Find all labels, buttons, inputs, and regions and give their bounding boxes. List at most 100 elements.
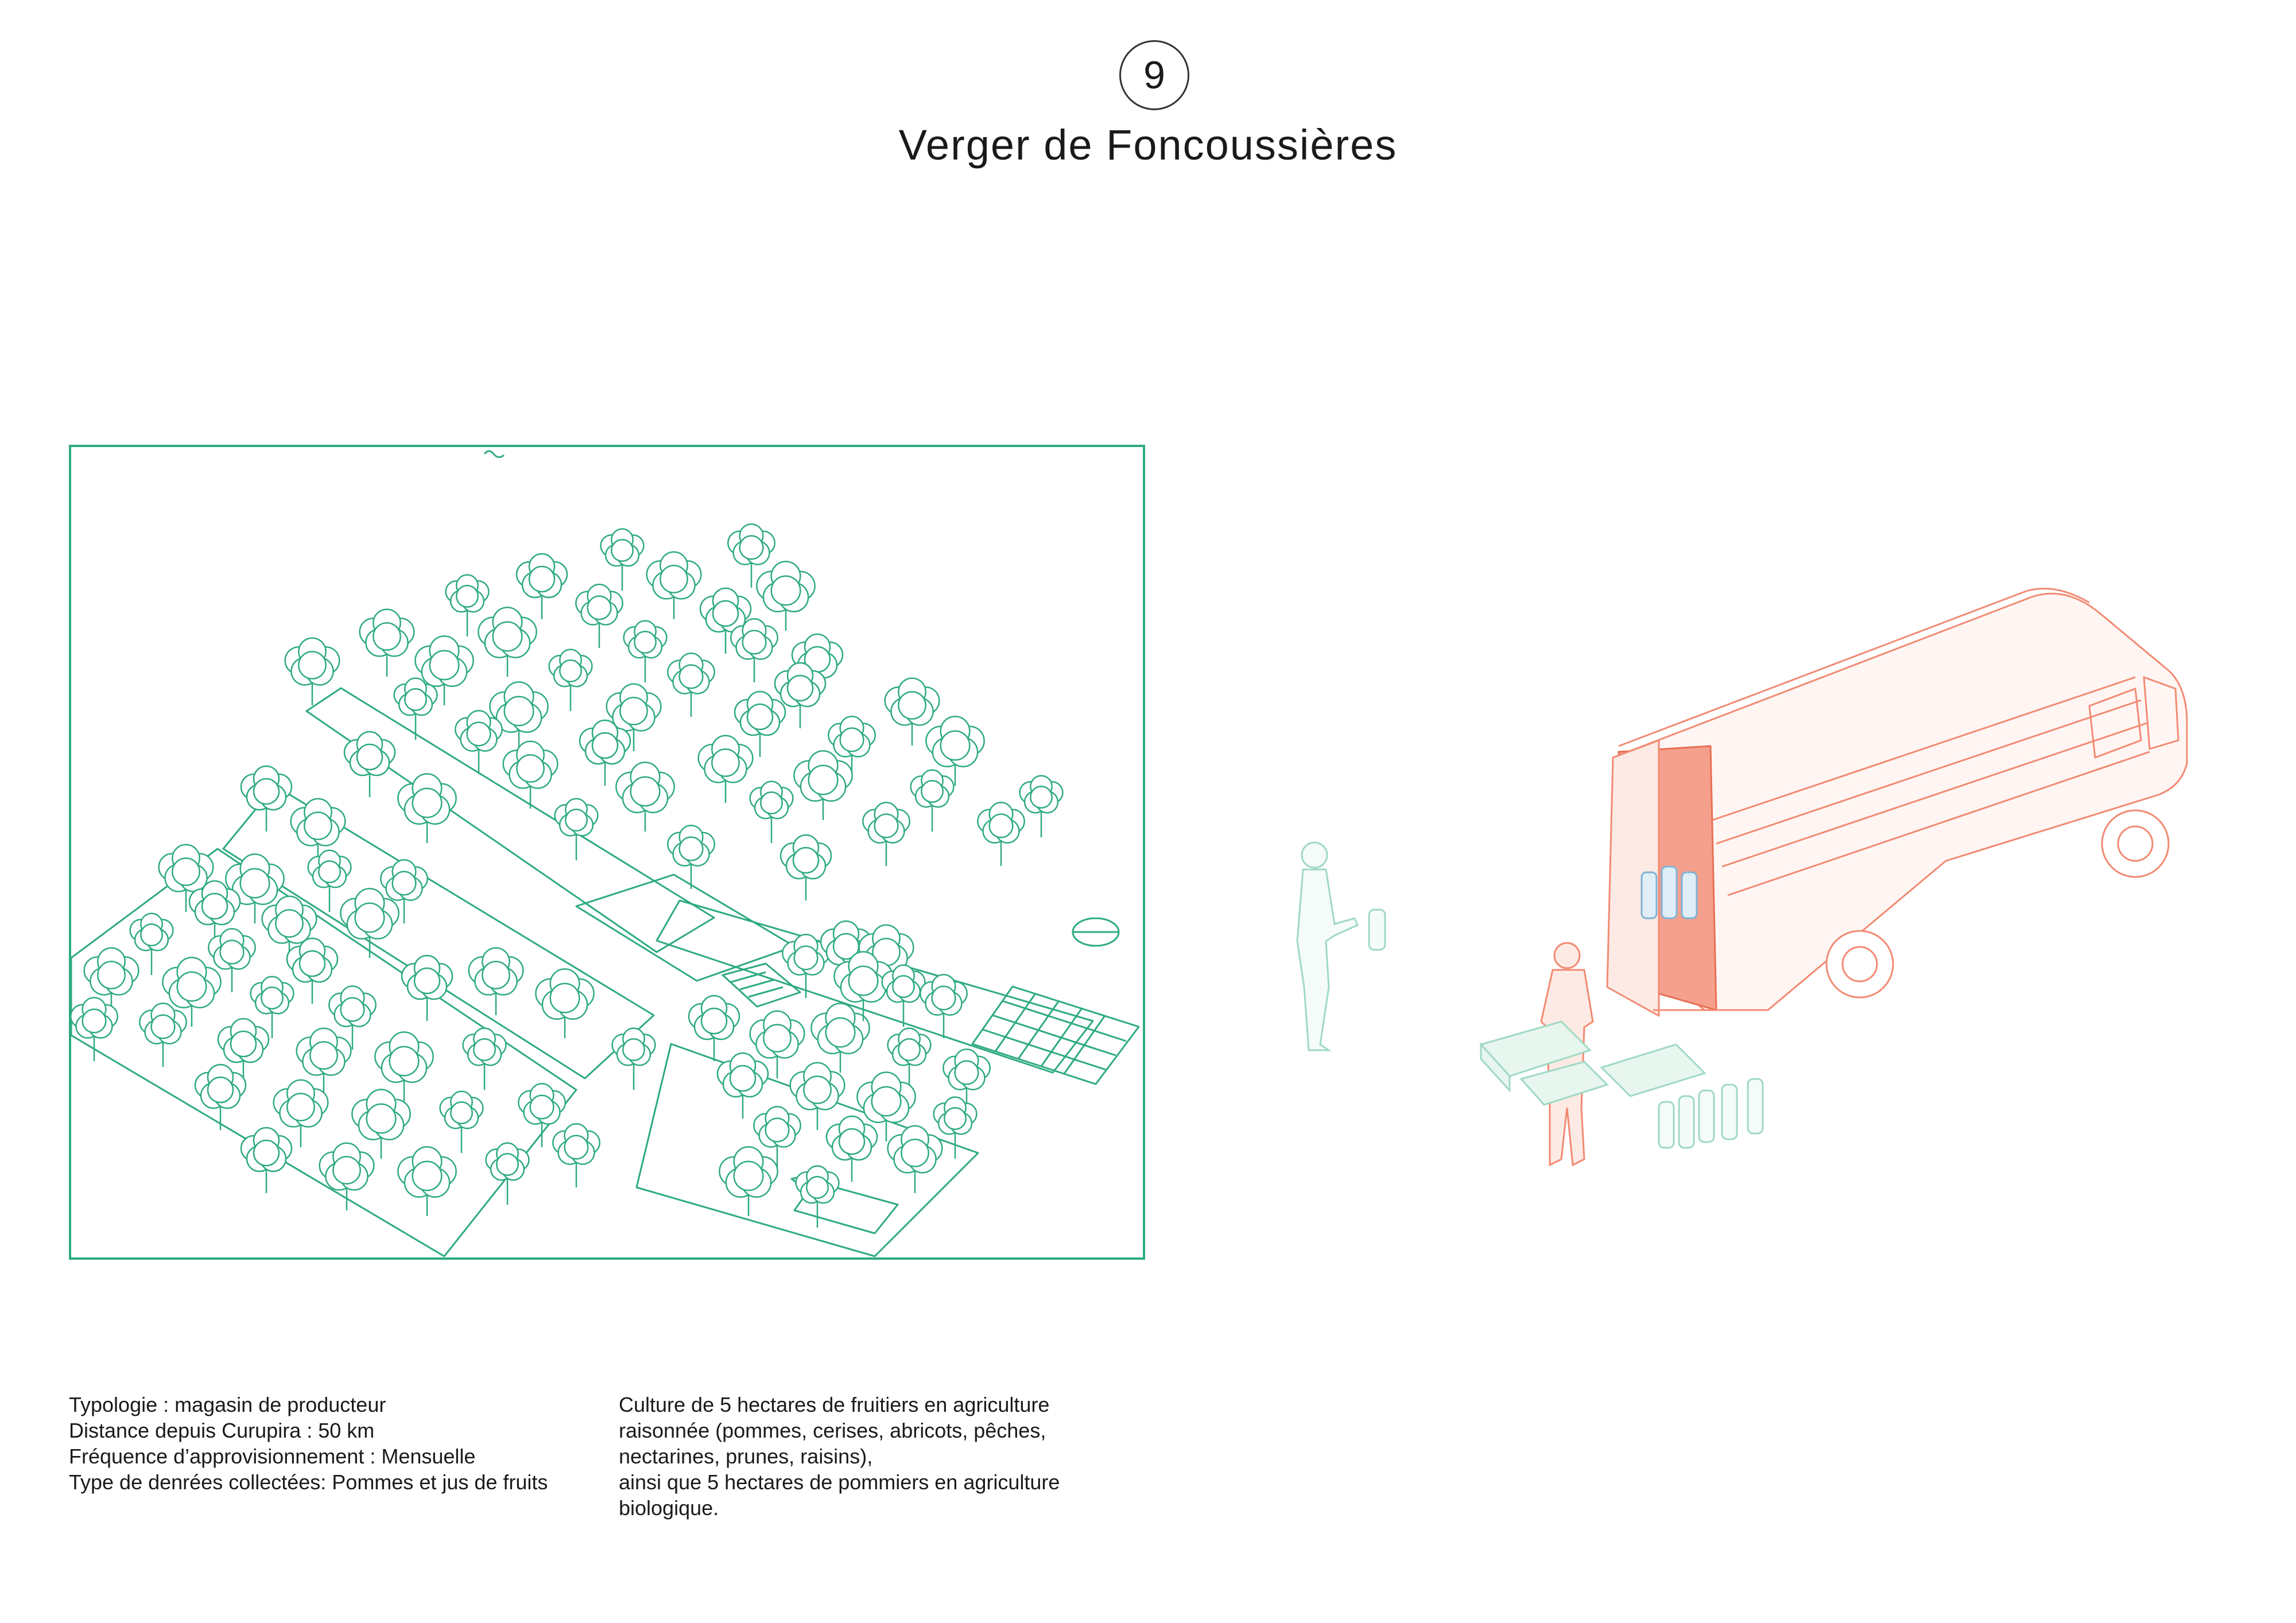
orchard-tree [881,964,926,1027]
orchard-tree [730,618,778,682]
orchard-tree [374,1031,434,1101]
orchard-tree [884,677,940,746]
orchard-tree [83,947,139,1015]
section-number-badge: 9 [1119,40,1189,110]
info-line: Typologie : magasin de producteur [69,1393,386,1416]
description-line: biologique. [619,1496,719,1520]
orchard-tree [810,1003,870,1073]
orchard-tree [188,880,241,946]
van-windshield [2143,676,2179,750]
section-number: 9 [1143,53,1165,97]
orchard-tree [518,1083,566,1147]
orchard-tree [261,895,317,964]
orchard-trees [71,523,1064,1228]
orchard-tree [600,528,645,591]
orchard-tree [820,920,872,987]
orchard-tree [615,762,675,832]
orchard-tree [307,849,352,912]
orchard-plan-frame [69,445,1145,1260]
orchard-tree [756,561,816,631]
page-title: Verger de Foncoussières [898,121,1398,169]
orchard-tree [933,1096,978,1159]
orchard-tree [862,802,910,866]
info-line: Type de denrées collectées: Pommes et ju… [69,1470,548,1494]
orchard-tree [284,637,340,705]
orchard-tree [920,974,968,1038]
orchard-tree [455,710,503,774]
orchard-tree [749,781,794,843]
orchard-tree [697,735,754,803]
orchard-tree [414,635,474,705]
orchard-tree [439,1090,484,1153]
orchard-tree [240,765,293,832]
orchard-tree [240,1127,293,1193]
orchard-tree [129,913,174,975]
orchard-tree [887,1027,932,1090]
orchard-tree [397,1146,457,1216]
orchard-tree [290,798,346,866]
north-mark [483,450,505,458]
description-line: ainsi que 5 hectares de pommiers en agri… [619,1470,1060,1494]
orchard-tree [688,995,740,1061]
description-line: nectarines, prunes, raisins), [619,1445,873,1468]
van-delivery-illustration [1296,588,2188,1167]
orchard-tree [445,574,490,636]
orchard-tree [667,825,715,889]
orchard-tree [774,662,827,728]
orchard-tree [795,1165,840,1228]
orchard-tree [734,690,786,757]
info-typology-block: Typologie : magasin de producteur Distan… [69,1392,548,1495]
orchard-tree [825,1115,878,1182]
small-building [722,962,801,1008]
info-line: Fréquence d’approvisionnement : Mensuell… [69,1445,476,1468]
orchard-tree [554,798,599,860]
description-line: Culture de 5 hectares de fruitiers en ag… [619,1393,1050,1416]
orchard-tree [548,649,593,711]
orchard-tree [343,731,396,797]
orchard-tree [646,551,702,619]
orchard-tree [194,1063,247,1130]
orchard-tree [397,773,457,843]
info-description-block: Culture de 5 hectares de fruitiers en ag… [619,1392,1170,1521]
orchard-tree [753,1106,801,1170]
orchard-parcel-outline [656,899,1094,1074]
orchard-parcel-outline [305,687,715,953]
orchard-tree [910,769,955,832]
orchard-tree [1019,775,1064,837]
orchard-tree [575,584,623,648]
orchard-tree [139,1003,187,1067]
orchard-tree [925,716,985,786]
orchard-tree [319,1142,375,1210]
orchard-tree [468,947,524,1015]
orchard-tree [552,1123,600,1187]
orchard-parcel-outline [222,785,655,1080]
orchard-tree [286,937,339,1004]
orchard-tree [208,928,256,992]
juice-bottles [1658,1078,1764,1149]
orchard-tree [667,653,715,717]
orchard-tree [789,1062,846,1130]
orchard-tree [393,677,438,740]
orchard-tree [489,681,549,751]
orchard-plan-drawing [71,450,1140,1257]
orchard-tree [225,853,285,923]
orchard-tree [273,1079,329,1147]
orchard-tree [162,957,222,1027]
orchard-tree [535,968,595,1038]
orchard-tree [380,859,428,923]
van-front-wheel [2101,809,2170,878]
orchard-parcel-outline [793,1181,899,1234]
orchard-tree [462,1027,507,1090]
orchard-tree [401,954,453,1021]
orchard-tree [340,888,400,958]
orchard-tree [359,608,415,677]
orchard-tree [502,740,559,809]
orchard-tree [749,1010,805,1078]
orchard-tree [328,985,377,1050]
orchard-tree [515,553,568,619]
orchard-tree [611,1027,656,1090]
orchard-tree [727,523,775,588]
van-rear-wheel [1825,930,1894,999]
orchard-tree [250,976,294,1038]
orchard-tree [351,1089,411,1159]
